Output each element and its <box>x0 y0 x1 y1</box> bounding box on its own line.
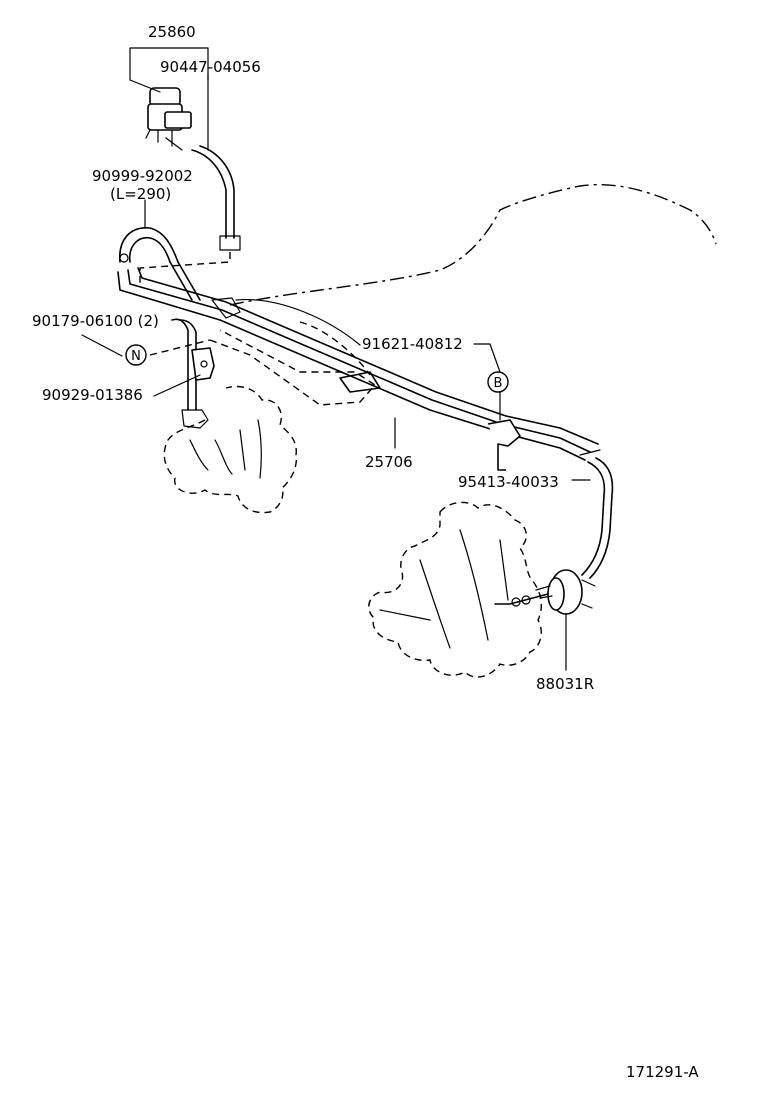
bracket-b <box>487 419 521 471</box>
body-outline <box>229 183 717 306</box>
marker-n-label: N <box>131 349 141 364</box>
label-25706: 25706 <box>365 453 413 471</box>
engine-left <box>163 385 298 514</box>
label-91621: 91621-40812 <box>362 335 463 353</box>
label-95413: 95413-40033 <box>458 473 559 491</box>
engine-right <box>368 501 542 678</box>
leader-91621 <box>473 343 501 373</box>
actuator-88031r <box>494 569 596 615</box>
label-l290: (L=290) <box>110 185 171 203</box>
leader-90179 <box>81 334 123 357</box>
label-90999: 90999-92002 <box>92 167 193 185</box>
diagram-code: 171291-A <box>626 1063 699 1081</box>
leader-90929 <box>153 374 201 397</box>
label-90179: 90179-06100 (2) <box>32 312 159 330</box>
label-25860: 25860 <box>148 23 196 41</box>
label-90447: 90447-04056 <box>160 58 261 76</box>
hose-upper <box>191 149 227 239</box>
label-90929: 90929-01386 <box>42 386 143 404</box>
clip-left <box>191 347 215 381</box>
hose-95413 <box>581 461 606 576</box>
hose-90999 <box>119 227 179 263</box>
pipe-25706 <box>117 267 601 461</box>
marker-b <box>487 371 509 393</box>
label-bracket-25860 <box>129 47 209 151</box>
label-88031r: 88031R <box>536 675 594 693</box>
marker-n <box>125 344 147 366</box>
marker-b-label: B <box>494 376 503 391</box>
vsv-valve <box>145 87 192 151</box>
